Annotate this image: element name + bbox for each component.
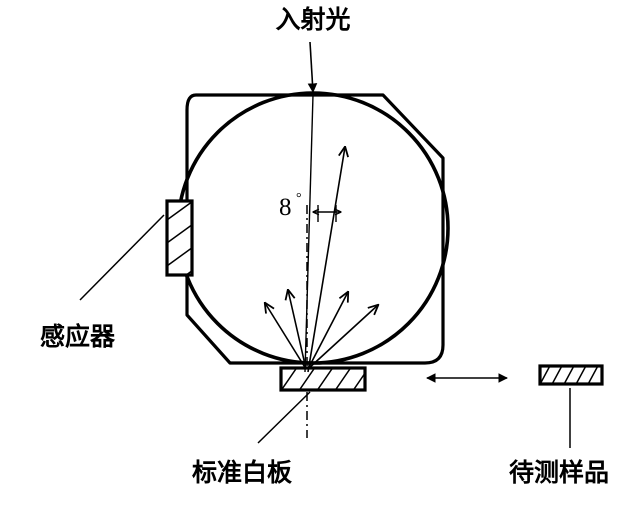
white-plate-leader-line <box>257 391 311 444</box>
white-plate-hatching <box>281 368 365 390</box>
angle-value-label: 8 <box>279 194 292 221</box>
sample-hatching <box>540 366 599 384</box>
sensor-label: 感应器 <box>40 322 116 351</box>
white-standard-plate <box>279 366 367 392</box>
specular-reflected-ray <box>307 147 345 373</box>
white-standard-label: 标准白板 <box>192 458 292 487</box>
test-sample-label: 待测样品 <box>509 458 609 487</box>
integrating-sphere <box>176 91 450 365</box>
test-sample-block <box>538 364 604 386</box>
incident-light-label: 入射光 <box>275 6 350 34</box>
integrating-sphere-housing <box>185 93 445 365</box>
sensor-hatching <box>167 201 192 275</box>
sensor-block <box>165 199 194 277</box>
diffuse-reflection-rays <box>265 290 378 370</box>
angle-marker <box>313 205 341 222</box>
angle-degree-symbol: ° <box>296 191 302 206</box>
sensor-leader-line <box>79 214 165 301</box>
